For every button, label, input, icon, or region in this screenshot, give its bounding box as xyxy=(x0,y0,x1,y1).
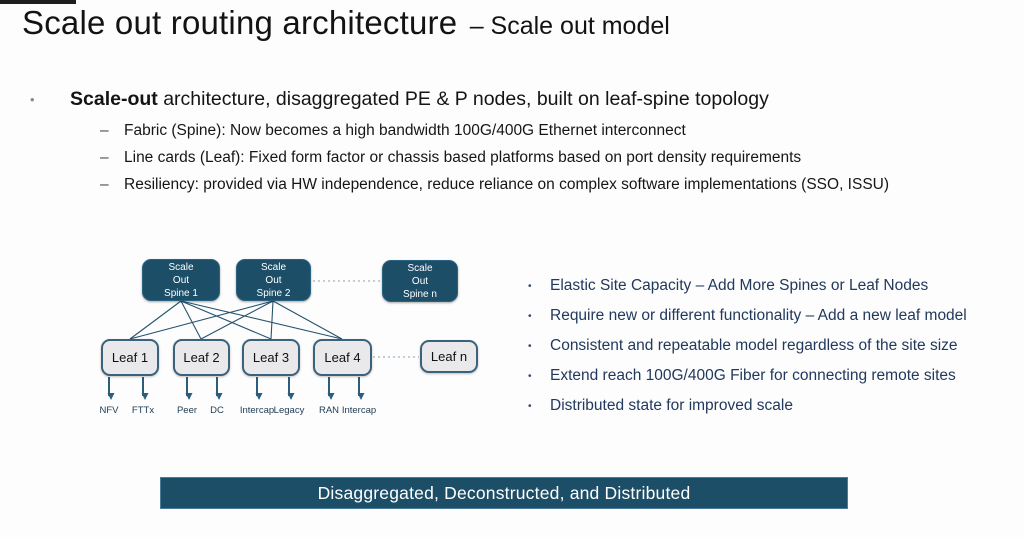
benefit-text: Extend reach 100G/400G Fiber for connect… xyxy=(550,367,956,384)
endpoint-label-peer: Peer xyxy=(176,405,198,416)
list-item: • Consistent and repeatable model regard… xyxy=(528,337,967,367)
main-bullet-rest: architecture, disaggregated PE & P nodes… xyxy=(157,88,769,110)
list-item: – Resiliency: provided via HW independen… xyxy=(100,176,889,203)
dash-icon: – xyxy=(100,122,109,139)
sub-bullet-text: Resiliency: provided via HW independence… xyxy=(124,176,890,193)
main-bullet-bold: Scale-out xyxy=(70,88,158,110)
spine-node-n: Scale Out Spine n xyxy=(382,260,458,302)
spine-node-1: Scale Out Spine 1 xyxy=(142,259,220,301)
dash-icon: – xyxy=(100,149,109,166)
bullet-icon: • xyxy=(528,371,532,382)
leaf-node-4: Leaf 4 xyxy=(313,339,372,376)
sub-bullet-text: Line cards (Leaf): Fixed form factor or … xyxy=(124,149,802,166)
endpoint-label-intercap: Intercap xyxy=(239,405,275,416)
benefits-list: • Elastic Site Capacity – Add More Spine… xyxy=(528,277,967,427)
bullet-icon: • xyxy=(30,92,35,107)
benefit-text: Elastic Site Capacity – Add More Spines … xyxy=(550,277,929,294)
page-title: Scale out routing architecture – Scale o… xyxy=(22,4,670,42)
dash-icon: – xyxy=(100,176,109,193)
leaf-spine-topology-diagram: Scale Out Spine 1 Scale Out Spine 2 Scal… xyxy=(95,255,485,425)
leaf-node-2: Leaf 2 xyxy=(173,339,230,376)
list-item: • Distributed state for improved scale xyxy=(528,397,967,427)
bullet-icon: • xyxy=(528,401,532,412)
list-item: – Line cards (Leaf): Fixed form factor o… xyxy=(100,149,889,176)
list-item: • Extend reach 100G/400G Fiber for conne… xyxy=(528,367,967,397)
sub-bullet-list: – Fabric (Spine): Now becomes a high ban… xyxy=(100,122,889,203)
list-item: • Elastic Site Capacity – Add More Spine… xyxy=(528,277,967,307)
leaf-service-arrows xyxy=(107,377,365,400)
bullet-icon: • xyxy=(528,281,532,292)
main-bullet-text: Scale-out architecture, disaggregated PE… xyxy=(70,88,769,111)
endpoint-label-nfv: NFV xyxy=(99,405,119,416)
screen-edge-artifact xyxy=(0,0,76,4)
sub-bullet-text: Fabric (Spine): Now becomes a high bandw… xyxy=(124,122,686,139)
benefit-text: Distributed state for improved scale xyxy=(550,397,793,414)
bullet-icon: • xyxy=(528,341,532,352)
title-main: Scale out routing architecture xyxy=(22,4,458,41)
leaf-node-1: Leaf 1 xyxy=(101,339,159,376)
endpoint-label-fttx: FTTx xyxy=(131,405,155,416)
endpoint-label-dc: DC xyxy=(210,405,224,416)
main-bullet: • Scale-out architecture, disaggregated … xyxy=(30,88,769,111)
spine-leaf-links xyxy=(129,300,343,340)
endpoint-label-ran: RAN xyxy=(318,405,340,416)
endpoint-label-intercap-2: Intercap xyxy=(341,405,377,416)
benefit-text: Require new or different functionality –… xyxy=(550,307,967,324)
banner-text: Disaggregated, Deconstructed, and Distri… xyxy=(317,482,691,503)
list-item: • Require new or different functionality… xyxy=(528,307,967,337)
leaf-node-3: Leaf 3 xyxy=(242,339,300,376)
title-subtitle: – Scale out model xyxy=(469,12,670,40)
list-item: – Fabric (Spine): Now becomes a high ban… xyxy=(100,122,889,149)
bullet-icon: • xyxy=(528,311,532,322)
spine-node-2: Scale Out Spine 2 xyxy=(236,259,311,301)
leaf-node-n: Leaf n xyxy=(420,340,478,373)
ellipsis-connectors xyxy=(313,280,419,358)
topology-connections xyxy=(107,280,419,400)
summary-banner: Disaggregated, Deconstructed, and Distri… xyxy=(160,477,848,509)
endpoint-label-legacy: Legacy xyxy=(273,405,305,416)
benefit-text: Consistent and repeatable model regardle… xyxy=(550,337,958,354)
